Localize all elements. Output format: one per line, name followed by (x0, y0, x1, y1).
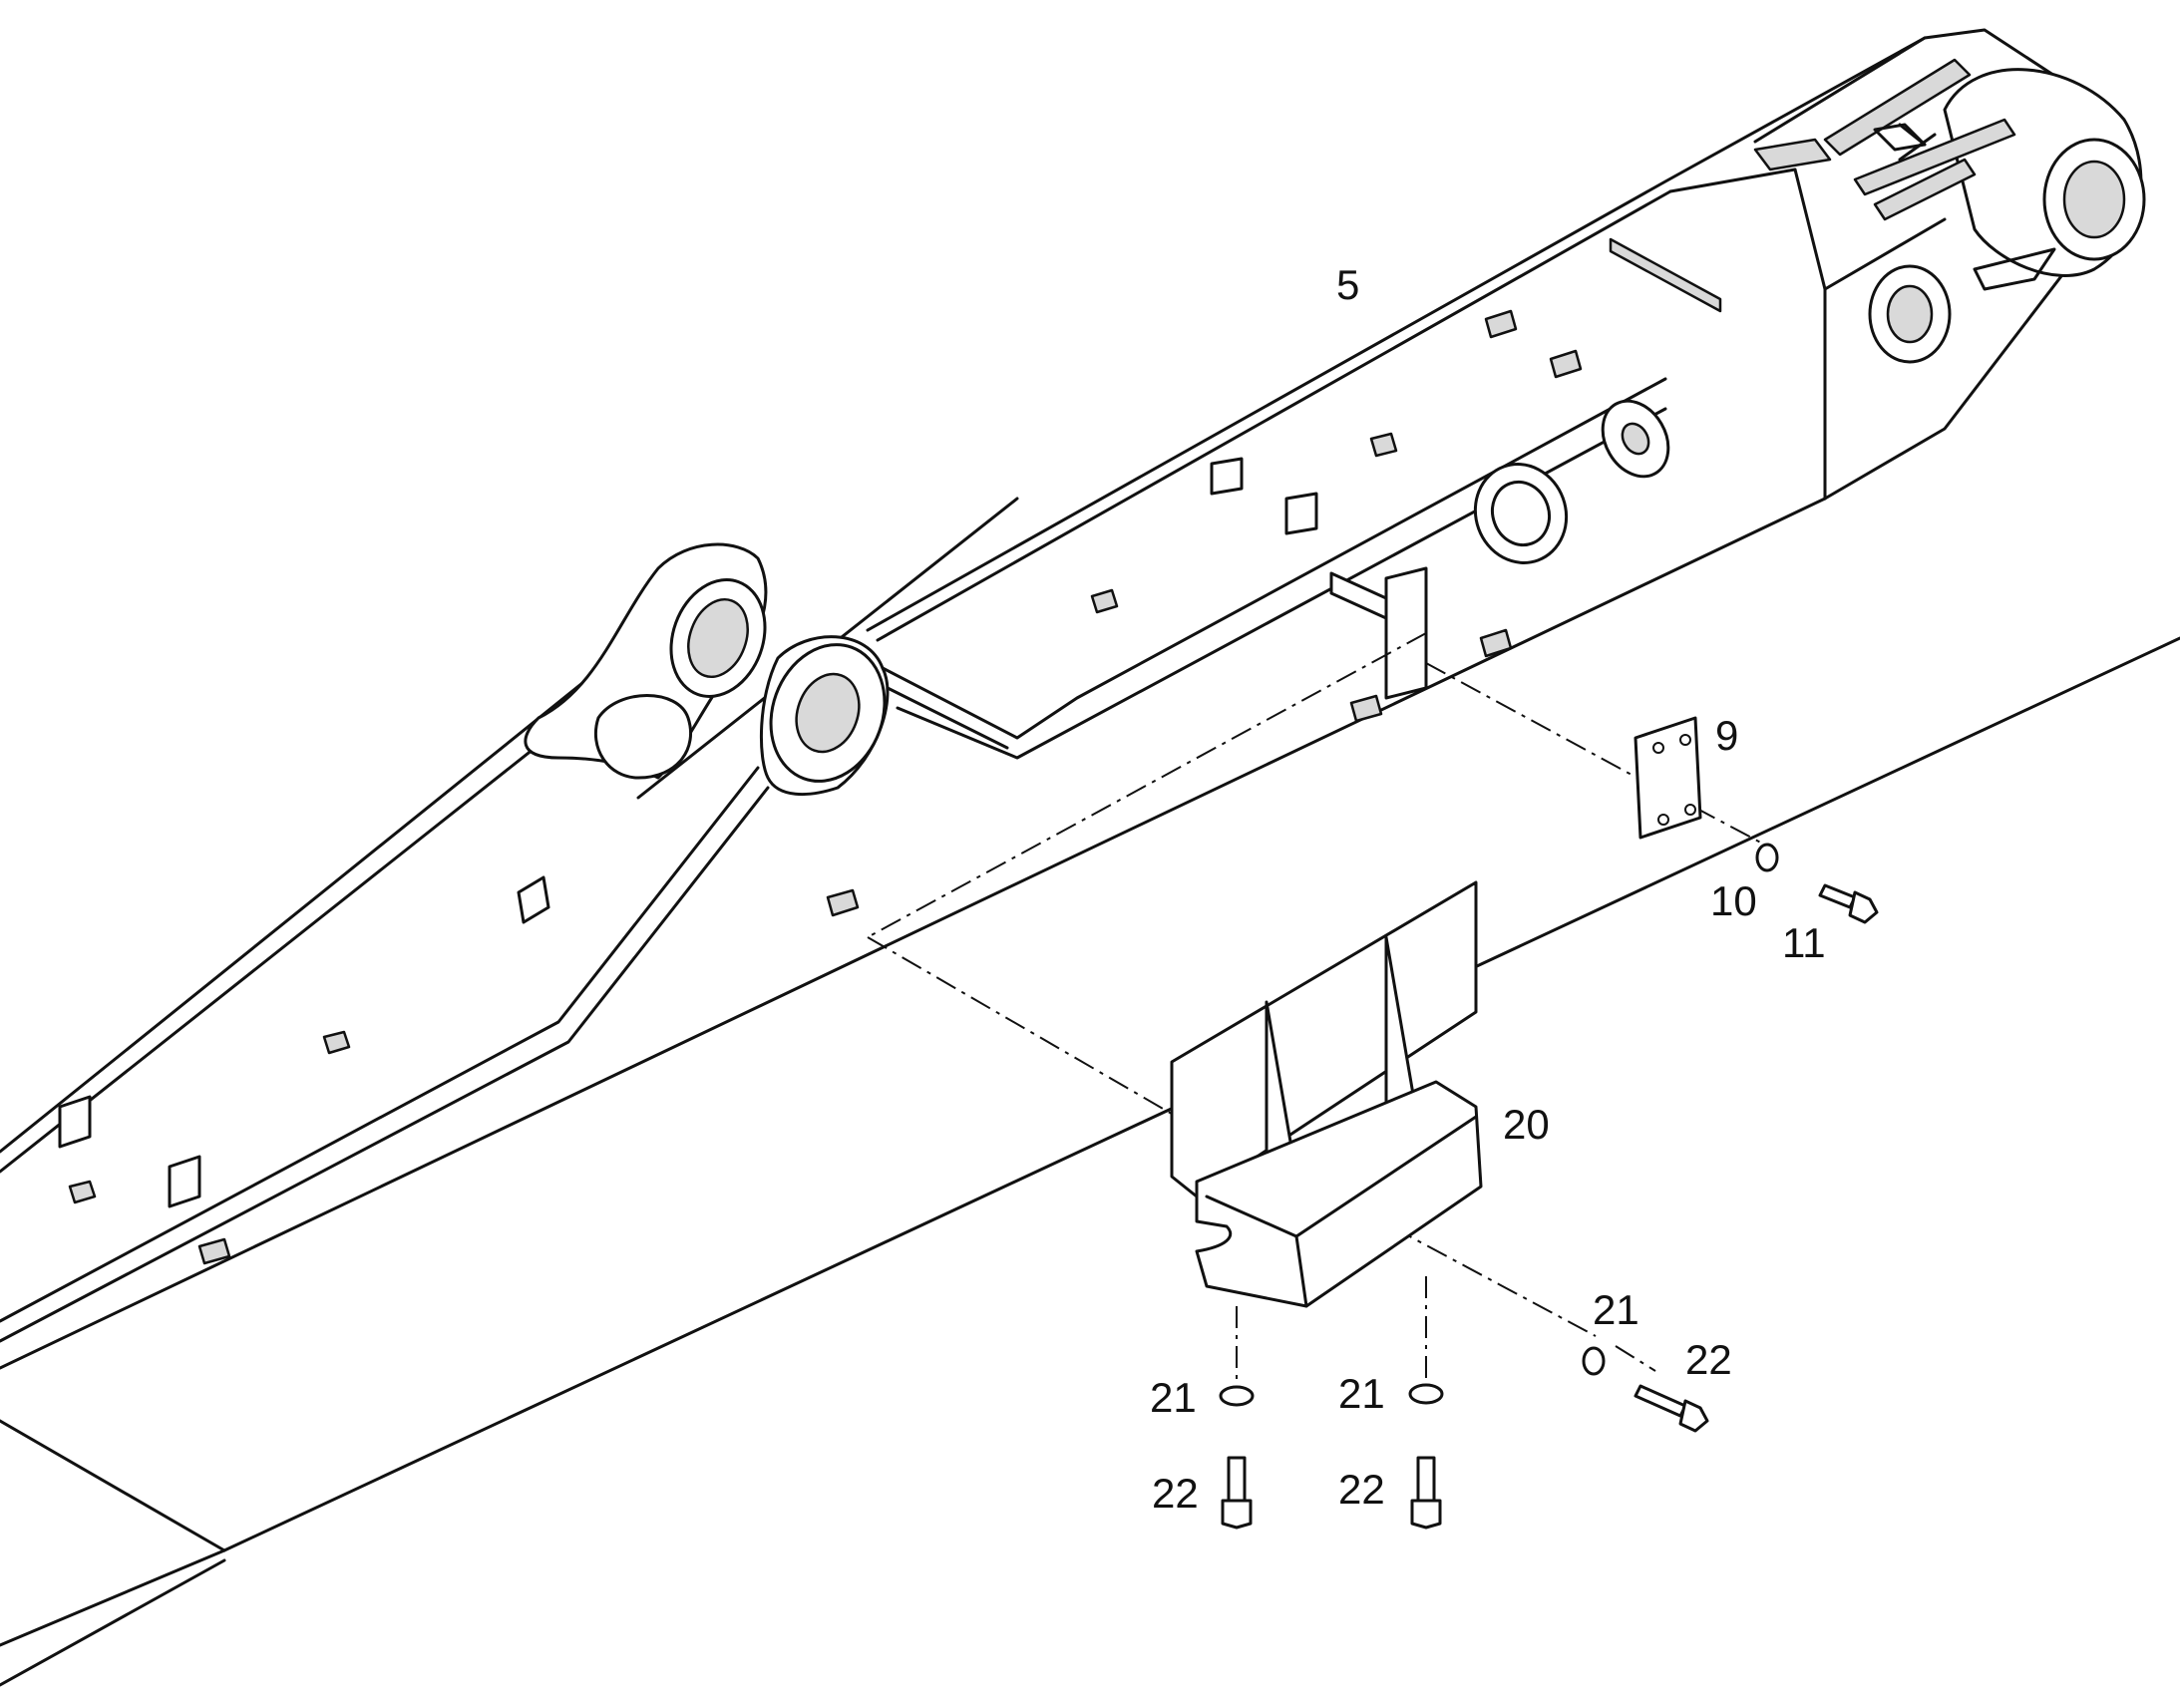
part-21-washer-middle (1408, 1383, 1444, 1405)
callout-labels: 5 9 10 11 20 21 22 21 22 21 22 (1150, 261, 1826, 1517)
part-21-washer-left (1219, 1385, 1255, 1407)
part-22-bolt-left (1221, 1456, 1253, 1530)
callout-21-left: 21 (1150, 1374, 1197, 1421)
part-9-plate (1634, 716, 1702, 840)
callout-22-left: 22 (1152, 1470, 1199, 1517)
part-22-bolt-right (1634, 1384, 1709, 1433)
callout-20: 20 (1503, 1101, 1550, 1148)
part-21-washer-right (1582, 1346, 1606, 1376)
callout-21-right: 21 (1593, 1286, 1639, 1333)
callout-10: 10 (1710, 877, 1757, 924)
callout-5: 5 (1336, 261, 1359, 308)
part-11-bolt (1818, 883, 1879, 924)
part-20-guard (1170, 880, 1483, 1308)
assembly-lines (867, 632, 1771, 1386)
callout-21-middle: 21 (1338, 1370, 1385, 1417)
callout-9: 9 (1715, 712, 1738, 759)
callout-22-middle: 22 (1338, 1466, 1385, 1513)
callout-11: 11 (1782, 919, 1826, 966)
part-10-washer (1755, 843, 1779, 872)
part-22-bolt-middle (1410, 1456, 1442, 1530)
callout-22-right: 22 (1685, 1336, 1732, 1383)
boom-structure (0, 28, 2180, 1687)
